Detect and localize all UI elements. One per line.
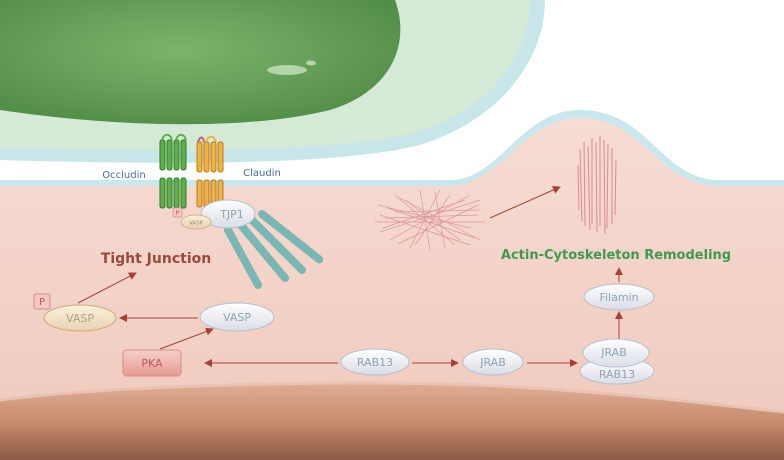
occludin-label: Occludin	[102, 170, 145, 181]
jrab-center-protein	[462, 348, 524, 376]
vasp-right-protein	[199, 302, 275, 332]
phospho-badge-small	[172, 207, 183, 218]
nucleus	[0, 0, 401, 125]
actin-remodeling-label: Actin-Cytoskeleton Remodeling	[501, 248, 731, 263]
actin-filaments	[224, 210, 324, 289]
vasp-left-label: VASP	[66, 312, 94, 325]
rab13-center-label: RAB13	[357, 356, 393, 369]
phospho-label-small: P	[176, 209, 180, 217]
vasp-left-protein	[43, 304, 117, 332]
arrow-pka-to-vasp	[159, 327, 214, 350]
rab13-center-protein	[340, 348, 410, 376]
rab13-stack-label: RAB13	[599, 368, 635, 381]
phospho-badge	[33, 293, 51, 310]
arrow-meshwork-to-bundle	[489, 186, 561, 219]
phospho-label: P	[39, 297, 45, 308]
tjp1-label: TJP1	[219, 208, 244, 221]
nucleus-highlight-small	[306, 60, 316, 66]
tjp1-protein	[200, 199, 256, 229]
occludin-protein	[159, 133, 187, 209]
vasp-small-protein	[180, 214, 212, 230]
jrab-stack-label: JRAB	[600, 346, 627, 359]
pka-protein	[122, 349, 182, 377]
filamin-protein	[583, 283, 655, 311]
jrab-stack-protein	[582, 338, 650, 368]
filamin-label: Filamin	[599, 291, 638, 304]
vasp-right-label: VASP	[223, 311, 251, 324]
pka-label: PKA	[141, 357, 163, 370]
tight-junction-label: Tight Junction	[101, 251, 211, 267]
actin-bundle	[577, 136, 617, 235]
actin-meshwork	[375, 189, 485, 251]
basal-membrane	[0, 383, 784, 460]
jrab-center-label: JRAB	[479, 356, 506, 369]
arrow-vasp-to-tight-junction	[77, 272, 137, 304]
vasp-small-label: VASP	[189, 221, 204, 227]
nucleus-highlight	[267, 65, 307, 75]
basal-membrane-edge	[0, 381, 784, 414]
claudin-label: Claudin	[243, 168, 281, 179]
